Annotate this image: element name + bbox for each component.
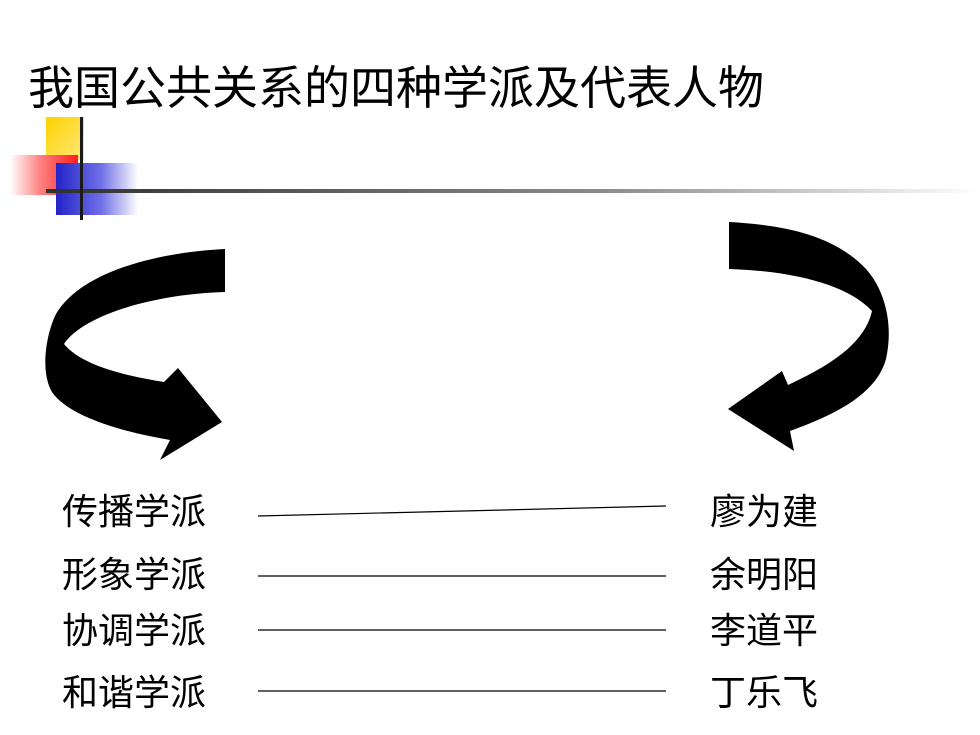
representative-name: 李道平 xyxy=(710,611,819,652)
representative-name: 廖为建 xyxy=(710,492,819,533)
representative-name: 丁乐飞 xyxy=(710,673,819,714)
title-decoration xyxy=(10,117,980,220)
vertical-rule xyxy=(80,117,83,220)
school-label: 传播学派 xyxy=(62,492,207,533)
left-curved-arrow-icon xyxy=(45,249,226,460)
school-label: 协调学派 xyxy=(62,611,207,652)
slide-title: 我国公共关系的四种学派及代表人物 xyxy=(28,61,764,115)
right-curved-arrow-icon xyxy=(728,222,889,451)
yellow-square xyxy=(46,117,84,160)
connector-line xyxy=(257,505,667,517)
school-label: 形象学派 xyxy=(62,555,207,596)
representative-name: 余明阳 xyxy=(710,555,819,596)
school-label: 和谐学派 xyxy=(62,673,207,714)
horizontal-rule xyxy=(46,189,980,193)
